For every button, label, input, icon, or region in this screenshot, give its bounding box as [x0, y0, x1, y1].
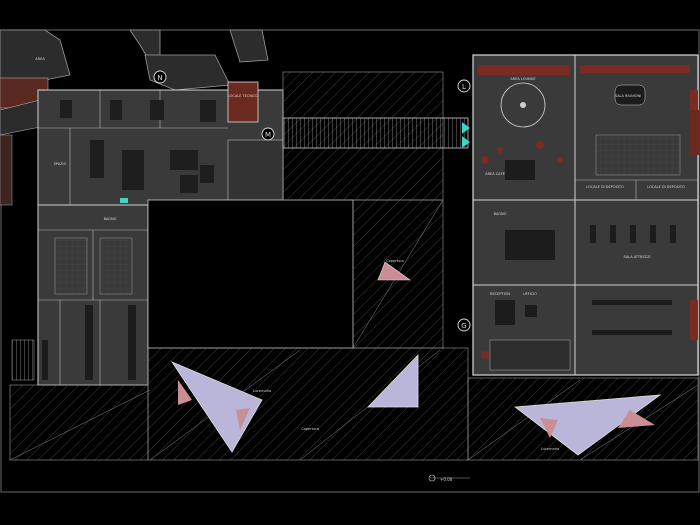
svg-text:M: M — [265, 131, 271, 139]
label-spazio: SPAZIO — [54, 162, 67, 166]
level-text: +0.00 — [440, 477, 453, 482]
label-area-w: AREA — [35, 57, 45, 61]
svg-text:G: G — [461, 322, 466, 330]
label-reception: RECEPTION — [490, 292, 510, 296]
label-roof-w: Copertura — [301, 427, 319, 431]
label-area-lounge: AREA LOUNGE — [510, 77, 535, 81]
existing-buildings-nw — [0, 29, 269, 206]
label-roof-e: Copertura — [386, 259, 404, 263]
east-wing — [472, 54, 699, 376]
label-bagno-e: BAGNO — [494, 212, 507, 216]
roof-band-south-west — [9, 384, 149, 461]
label-sala-attrezzi: SALA ATTREZZI — [623, 255, 650, 259]
svg-text:L: L — [462, 83, 466, 91]
walkway-bridge — [120, 117, 470, 203]
west-wing — [11, 81, 284, 386]
label-sala-riunioni: SALA RIUNIONI — [615, 94, 641, 98]
skylight-center — [367, 354, 419, 408]
label-ufficio: UFFICIO — [523, 292, 537, 296]
label-area-cafe: AREA CAFE — [485, 172, 505, 176]
marker-L: L — [457, 79, 471, 93]
marker-M: M — [261, 127, 275, 141]
drawing-frame — [0, 29, 700, 493]
skylight-north-small — [377, 261, 411, 281]
east-adjacent-block — [690, 110, 700, 155]
skylight-east — [513, 394, 662, 456]
label-deposito-b: LOCALE DI DEPOSITO — [647, 185, 685, 189]
label-tech-room: LOCALE TECNICO — [228, 94, 259, 98]
label-skylight-w: Lucernario — [253, 389, 271, 393]
marker-N: N — [153, 70, 167, 84]
label-deposito-a: LOCALE DI DEPOSITO — [586, 185, 624, 189]
courtyard — [147, 199, 354, 349]
label-skylight-e: Lucernario — [541, 447, 559, 451]
roof-band-south — [147, 347, 469, 461]
skylight-west — [170, 361, 263, 453]
svg-text:N: N — [157, 74, 162, 82]
marker-G: G — [457, 318, 471, 332]
label-bagno-w: BAGNO — [104, 217, 117, 221]
level-marker-south: +0.00 — [428, 474, 470, 482]
